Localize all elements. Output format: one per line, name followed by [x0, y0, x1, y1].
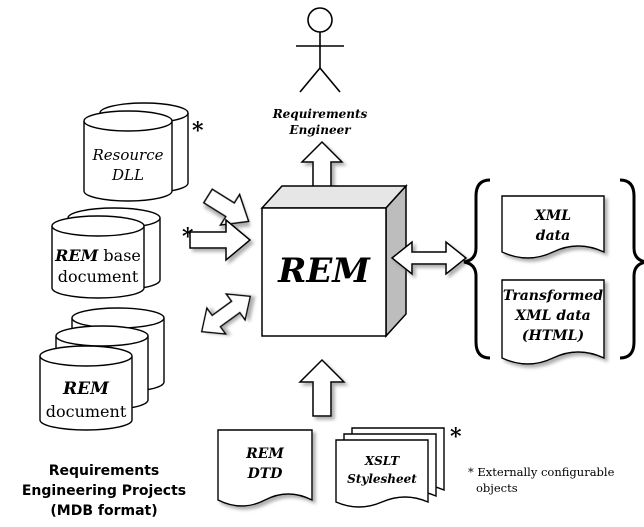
base-document-line2: document [58, 267, 139, 286]
resource-dll-line1: Resource [91, 146, 163, 164]
base-document-line1: REM base [54, 246, 141, 265]
transformed-line3: (HTML) [522, 328, 584, 344]
cube-top-face [260, 185, 408, 209]
xslt-stylesheet-stack [335, 427, 445, 508]
transformed-xml-document [501, 279, 605, 365]
resource-dll-cylinder [83, 102, 189, 202]
right-brace [619, 178, 644, 360]
rem-document-cylinder [39, 307, 165, 431]
base-document-rem-em: REM [54, 246, 99, 265]
requirements-engineer-actor [296, 7, 344, 93]
actor-left-leg [299, 67, 321, 93]
projects-caption-line2: Engineering Projects [22, 483, 186, 499]
actor-head [307, 7, 333, 33]
rem-dtd-line1: REM [245, 446, 284, 462]
arrow-stylesheets-to-rem [298, 358, 346, 417]
arrow-base-document-to-rem [189, 218, 252, 262]
xml-data-line2: data [536, 228, 570, 244]
base-document-base-word: base [98, 246, 141, 265]
projects-caption-line1: Requirements [49, 463, 160, 479]
transformed-line1: Transformed [503, 288, 603, 304]
cube-front-face [261, 207, 387, 337]
xslt-asterisk: * [450, 424, 462, 450]
transformed-line2: XML data [514, 308, 590, 324]
resource-dll-line2: DLL [111, 166, 144, 184]
arrow-resource-dll-to-rem [202, 188, 250, 226]
xml-data-line1: XML [534, 208, 571, 224]
xml-data-document [501, 195, 605, 259]
actor-label-line2: Engineer [288, 123, 352, 137]
arrow-rem-outputs [390, 240, 468, 276]
actor-label-line1: Requirements [272, 107, 368, 121]
arrow-rem-document-rem [200, 293, 252, 335]
rem-center-label: REM [277, 251, 371, 291]
resource-dll-asterisk: * [192, 118, 204, 144]
footnote-line2: objects [476, 481, 518, 495]
xslt-line1: XSLT [364, 454, 400, 468]
left-brace [463, 178, 491, 360]
rem-dtd-document [217, 429, 313, 507]
rem-cube: REM [260, 184, 408, 338]
footnote-line1: * Externally configurable [468, 465, 615, 479]
rem-document-line1: REM [62, 379, 110, 399]
actor-right-leg [319, 67, 341, 93]
base-document-cylinder [51, 207, 161, 299]
xslt-line2: Stylesheet [347, 472, 417, 486]
projects-caption-line3: (MDB format) [50, 503, 157, 519]
rem-dtd-line2: DTD [247, 466, 284, 482]
rem-document-line2: document [46, 402, 127, 421]
